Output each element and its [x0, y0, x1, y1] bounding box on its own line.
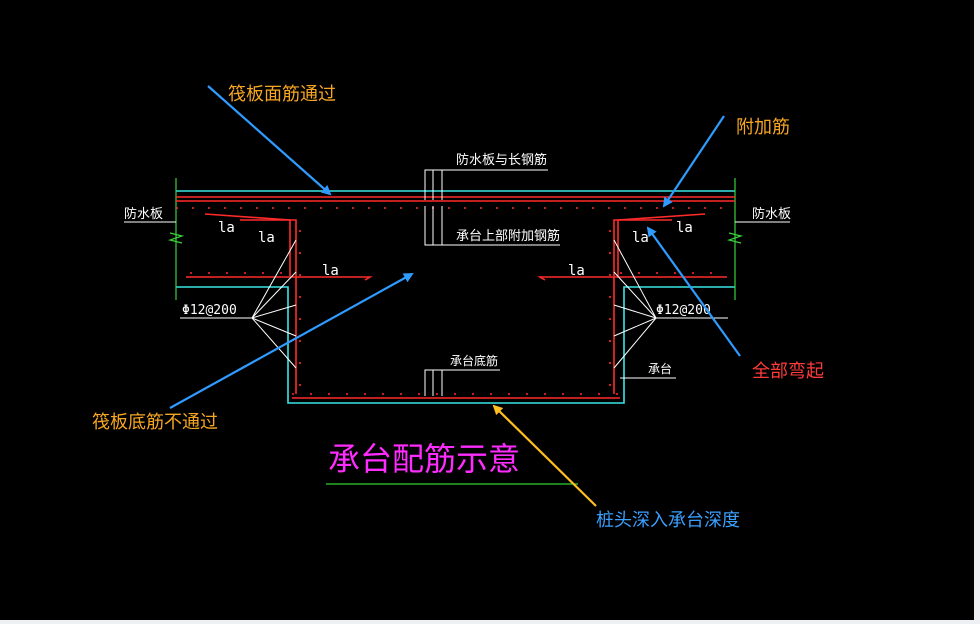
- cap-bottom-label: 承台底筋: [450, 353, 498, 368]
- la-label-2: la: [258, 230, 275, 246]
- phi-left-ray-3: [251, 304, 297, 319]
- annotation-additional-bar: 附加筋: [736, 117, 790, 138]
- break-mark-right: [726, 232, 744, 244]
- break-mark-left: [167, 232, 185, 244]
- phi-right-ray-5: [613, 317, 657, 369]
- phi-left-ray-1: [251, 239, 297, 319]
- waterproof-right-label: 防水板: [752, 206, 791, 222]
- phi-right-ray-1: [613, 239, 657, 319]
- la-label-1: la: [218, 220, 235, 236]
- arrow-bottom-bar: [169, 273, 414, 409]
- cap-bottom-leader: [424, 369, 500, 396]
- slab-bottom-bar-right: [537, 276, 727, 281]
- phi-right-ray-3: [613, 304, 657, 319]
- la-label-5: la: [632, 230, 649, 246]
- rebars: [176, 196, 735, 399]
- la-label-3: la: [322, 263, 339, 279]
- title-text: 承台配筋示意: [328, 440, 520, 478]
- waterproof-left-label: 防水板: [124, 206, 163, 222]
- annotation-arrows: [169, 85, 741, 507]
- la-label-6: la: [676, 220, 693, 236]
- slab-bottom-bar-left: [186, 276, 373, 281]
- phi-left-ray-5: [251, 317, 297, 369]
- phi-right-ray-2: [613, 271, 657, 319]
- cap-label: 承台: [648, 361, 672, 376]
- slab-edges: [167, 178, 744, 300]
- arrow-all-bent-up: [646, 226, 741, 357]
- la-label-4: la: [568, 263, 585, 279]
- annotation-texts: 筏板面筋通过 附加筋 全部弯起 筏板底筋不通过 桩头深入承台深度: [92, 84, 824, 531]
- window-frame-right: [974, 0, 980, 624]
- phi-right-label: Φ12@200: [656, 303, 711, 318]
- phi-right-ray-4: [613, 317, 657, 337]
- annotation-all-bent-up: 全部弯起: [752, 361, 824, 382]
- annotation-pile-embed-depth: 桩头深入承台深度: [596, 510, 740, 531]
- cap-top-bar-leader: [424, 206, 560, 246]
- phi-left-ray-2: [251, 271, 297, 319]
- top-bar-leader: [424, 169, 548, 200]
- top-bar-label: 防水板与长钢筋: [456, 152, 547, 168]
- annotation-bottom-bar-not-through: 筏板底筋不通过: [92, 412, 218, 433]
- window-frame-bottom: [0, 620, 980, 624]
- arrow-additional-bar: [662, 115, 725, 208]
- leader-lines: [124, 169, 790, 396]
- cad-labels: 防水板 防水板 防水板与长钢筋 承台上部附加钢筋 承台底筋 承台 Φ12@200…: [124, 152, 791, 376]
- drawing-title: 承台配筋示意: [326, 440, 578, 485]
- annotation-top-bar-through: 筏板面筋通过: [228, 84, 336, 105]
- phi-left-ray-4: [251, 317, 297, 337]
- arrow-top-bar: [207, 85, 332, 196]
- phi-left-label: Φ12@200: [182, 303, 237, 318]
- cap-top-bar-label: 承台上部附加钢筋: [456, 228, 560, 244]
- arrow-pile-depth: [492, 404, 597, 507]
